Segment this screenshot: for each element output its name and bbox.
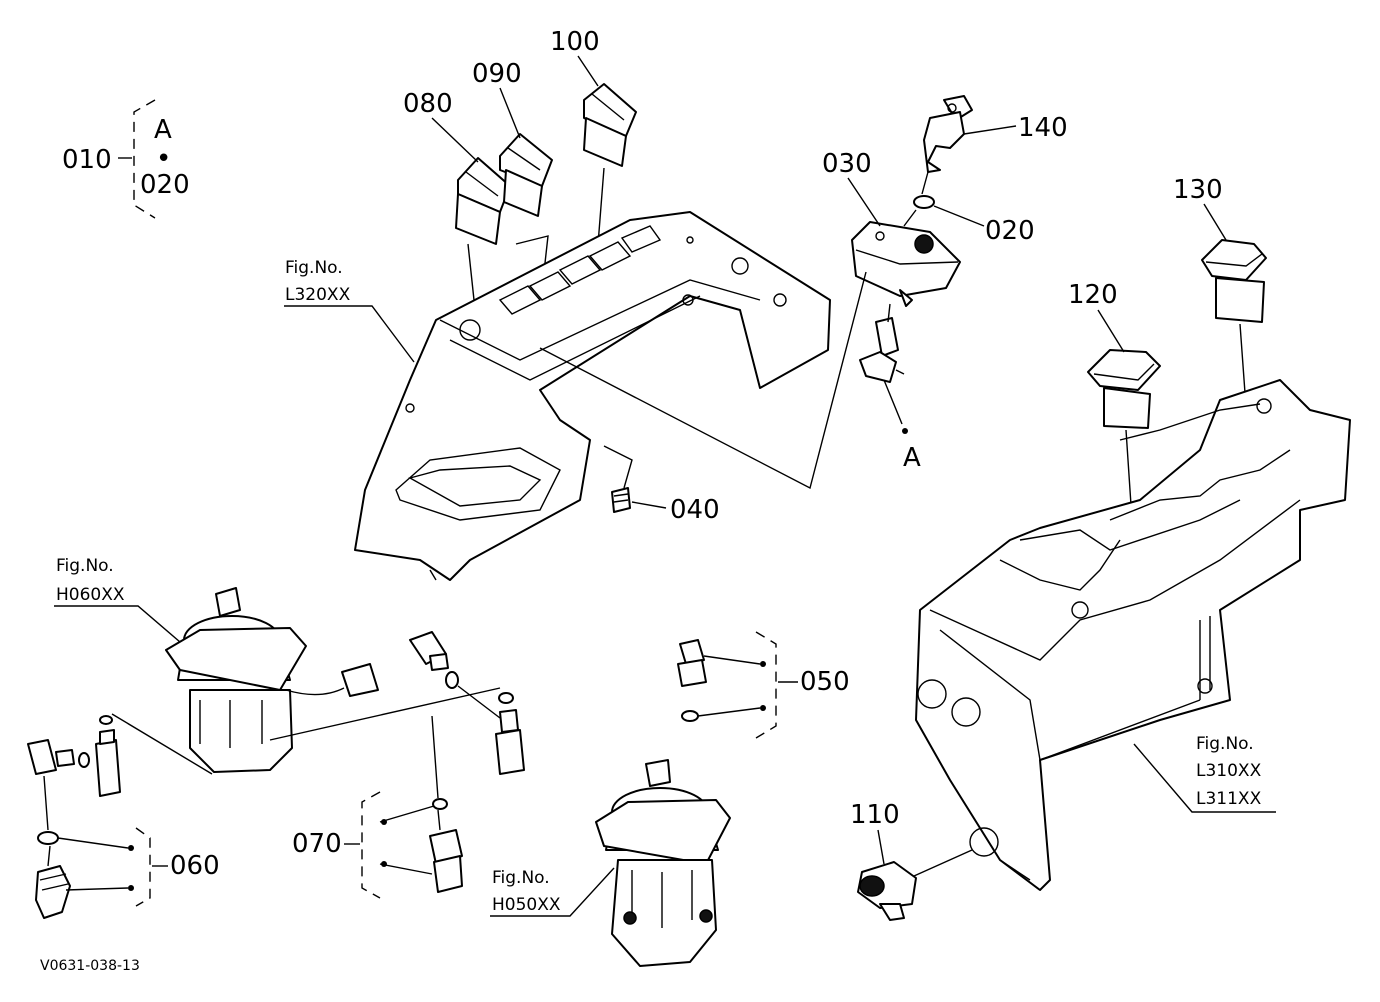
key-switch-030 bbox=[851, 221, 961, 307]
fig-ref-l311xx: L311XX bbox=[1196, 789, 1262, 809]
dot-050-b bbox=[760, 705, 766, 711]
right-console bbox=[915, 379, 1351, 891]
screw-040 bbox=[611, 487, 631, 513]
callout-070: 070 bbox=[292, 829, 342, 859]
callout-060: 060 bbox=[170, 851, 220, 881]
key-switch-body bbox=[859, 317, 905, 383]
fig-ref-l310xx: L310XX bbox=[1196, 761, 1262, 781]
switch-120 bbox=[1087, 349, 1161, 429]
ref-point-a: A bbox=[903, 443, 921, 473]
dot-060-b bbox=[128, 885, 134, 891]
sensor-050 bbox=[677, 639, 707, 722]
callout-110: 110 bbox=[850, 800, 900, 830]
joystick-left bbox=[165, 587, 379, 773]
dot-070-b bbox=[381, 861, 387, 867]
fig-ref-l320xx: L320XX bbox=[285, 285, 351, 305]
callout-080: 080 bbox=[403, 89, 453, 119]
switch-100 bbox=[583, 83, 637, 167]
callout-030: 030 bbox=[822, 149, 872, 179]
key-140 bbox=[923, 95, 973, 173]
callout-020-in-group: 020 bbox=[140, 170, 190, 200]
socket-110 bbox=[857, 861, 917, 921]
ring-020 bbox=[913, 195, 935, 209]
callout-140: 140 bbox=[1018, 113, 1068, 143]
sensor-cluster-left bbox=[27, 715, 121, 919]
fig-label-l320: Fig.No. bbox=[285, 258, 343, 278]
joystick-center bbox=[595, 759, 731, 967]
fig-label-l310: Fig.No. bbox=[1196, 734, 1254, 754]
fig-label-h060: Fig.No. bbox=[56, 556, 114, 576]
callout-020: 020 bbox=[985, 216, 1035, 246]
fig-label-h050: Fig.No. bbox=[492, 868, 550, 888]
switch-130 bbox=[1201, 239, 1267, 323]
ref-point-dot bbox=[902, 428, 908, 434]
sensor-cluster-mid bbox=[409, 631, 525, 893]
dot-070-a bbox=[381, 819, 387, 825]
callout-090: 090 bbox=[472, 59, 522, 89]
fig-ref-h060xx: H060XX bbox=[56, 585, 125, 605]
callout-120: 120 bbox=[1068, 280, 1118, 310]
fig-ref-h050xx: H050XX bbox=[492, 895, 561, 915]
callout-040: 040 bbox=[670, 495, 720, 525]
group-010-dot: • bbox=[156, 144, 171, 174]
dot-060-a bbox=[128, 845, 134, 851]
upper-panel bbox=[354, 211, 831, 581]
diagram-code: V0631-038-13 bbox=[40, 958, 140, 974]
group-010-letter-a: A bbox=[154, 115, 172, 145]
group-010: 010 A • 020 bbox=[62, 99, 190, 219]
callout-010: 010 bbox=[62, 145, 112, 175]
switch-080 bbox=[455, 157, 511, 245]
callout-130: 130 bbox=[1173, 175, 1223, 205]
callout-100: 100 bbox=[550, 27, 600, 57]
dot-050-a bbox=[760, 661, 766, 667]
switch-090 bbox=[499, 133, 553, 217]
callout-050: 050 bbox=[800, 667, 850, 697]
